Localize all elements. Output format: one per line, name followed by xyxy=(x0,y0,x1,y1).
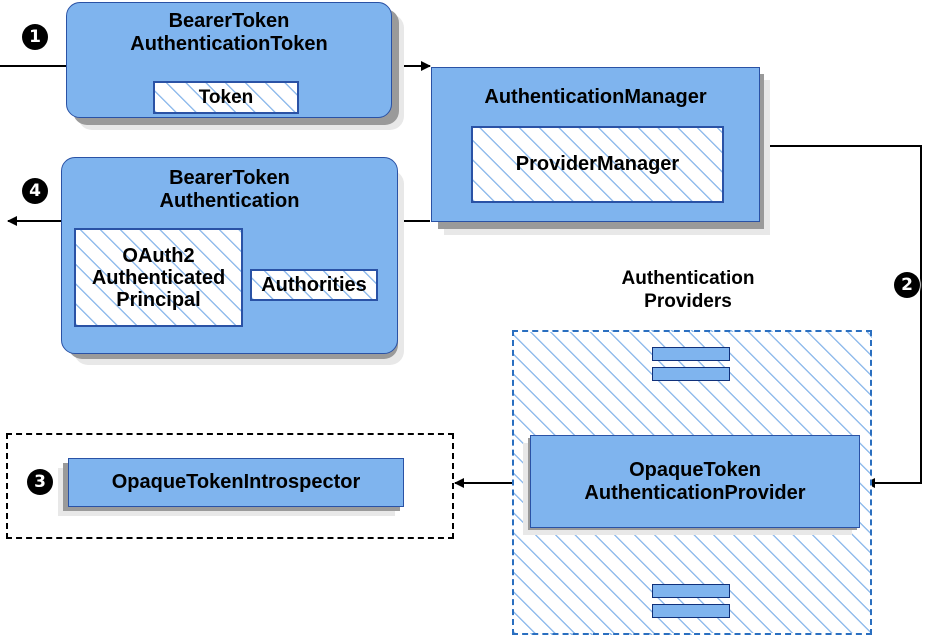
marker-2: 2 xyxy=(894,272,920,298)
token-child-label: Token xyxy=(198,86,254,108)
token-child-node[interactable]: Token xyxy=(153,81,299,114)
authentication-providers-caption: Authentication Providers xyxy=(568,268,808,314)
authentication-manager-title: AuthenticationManager xyxy=(484,86,707,108)
marker-3-label: 3 xyxy=(34,471,46,492)
opaque-token-introspector-label: OpaqueTokenIntrospector xyxy=(111,471,361,494)
authentication-providers-caption-line1: Authentication xyxy=(621,268,755,289)
oauth2-authenticated-principal-line2: Authenticated xyxy=(91,266,226,289)
authentication-manager-node[interactable]: AuthenticationManager ProviderManager xyxy=(431,67,760,222)
provider-manager-child-label: ProviderManager xyxy=(515,153,680,176)
provider-stack-bar-top-2 xyxy=(652,367,730,381)
authentication-providers-caption-line2: Providers xyxy=(644,290,732,312)
bearer-token-authentication-token-title-line1: BearerToken xyxy=(168,10,290,32)
opaque-token-authentication-provider-line1: OpaqueToken xyxy=(629,458,761,481)
marker-4: 4 xyxy=(22,178,48,204)
provider-stack-bar-bottom-2 xyxy=(652,604,730,618)
provider-stack-bar-bottom-1 xyxy=(652,584,730,598)
provider-stack-bar-top-1 xyxy=(652,347,730,361)
bearer-token-authentication-title-line1: BearerToken xyxy=(169,167,290,189)
opaque-token-introspector-node[interactable]: OpaqueTokenIntrospector xyxy=(68,458,404,507)
marker-1-label: 1 xyxy=(29,26,41,47)
arrow-manager-to-provider xyxy=(760,145,922,488)
oauth2-authenticated-principal-line3: Principal xyxy=(116,288,201,311)
bearer-token-authentication-token-title-line2: AuthenticationToken xyxy=(130,32,328,55)
authorities-node[interactable]: Authorities xyxy=(250,269,378,301)
bearer-token-authentication-title-line2: Authentication xyxy=(159,189,300,212)
marker-4-label: 4 xyxy=(29,180,41,201)
provider-manager-child-node[interactable]: ProviderManager xyxy=(471,126,724,203)
marker-1: 1 xyxy=(22,24,48,50)
oauth2-authenticated-principal-line1: OAuth2 xyxy=(122,244,195,267)
bearer-token-authentication-token-node[interactable]: BearerToken AuthenticationToken Token xyxy=(66,2,392,118)
bearer-token-authentication-node[interactable]: BearerToken Authentication OAuth2 Authen… xyxy=(61,157,398,354)
opaque-token-authentication-provider-line2: AuthenticationProvider xyxy=(584,481,806,504)
authorities-label: Authorities xyxy=(261,273,367,296)
marker-2-label: 2 xyxy=(901,274,913,295)
opaque-token-authentication-provider-node[interactable]: OpaqueToken AuthenticationProvider xyxy=(530,435,860,528)
oauth2-authenticated-principal-node[interactable]: OAuth2 Authenticated Principal xyxy=(74,228,243,327)
marker-3: 3 xyxy=(27,469,53,495)
